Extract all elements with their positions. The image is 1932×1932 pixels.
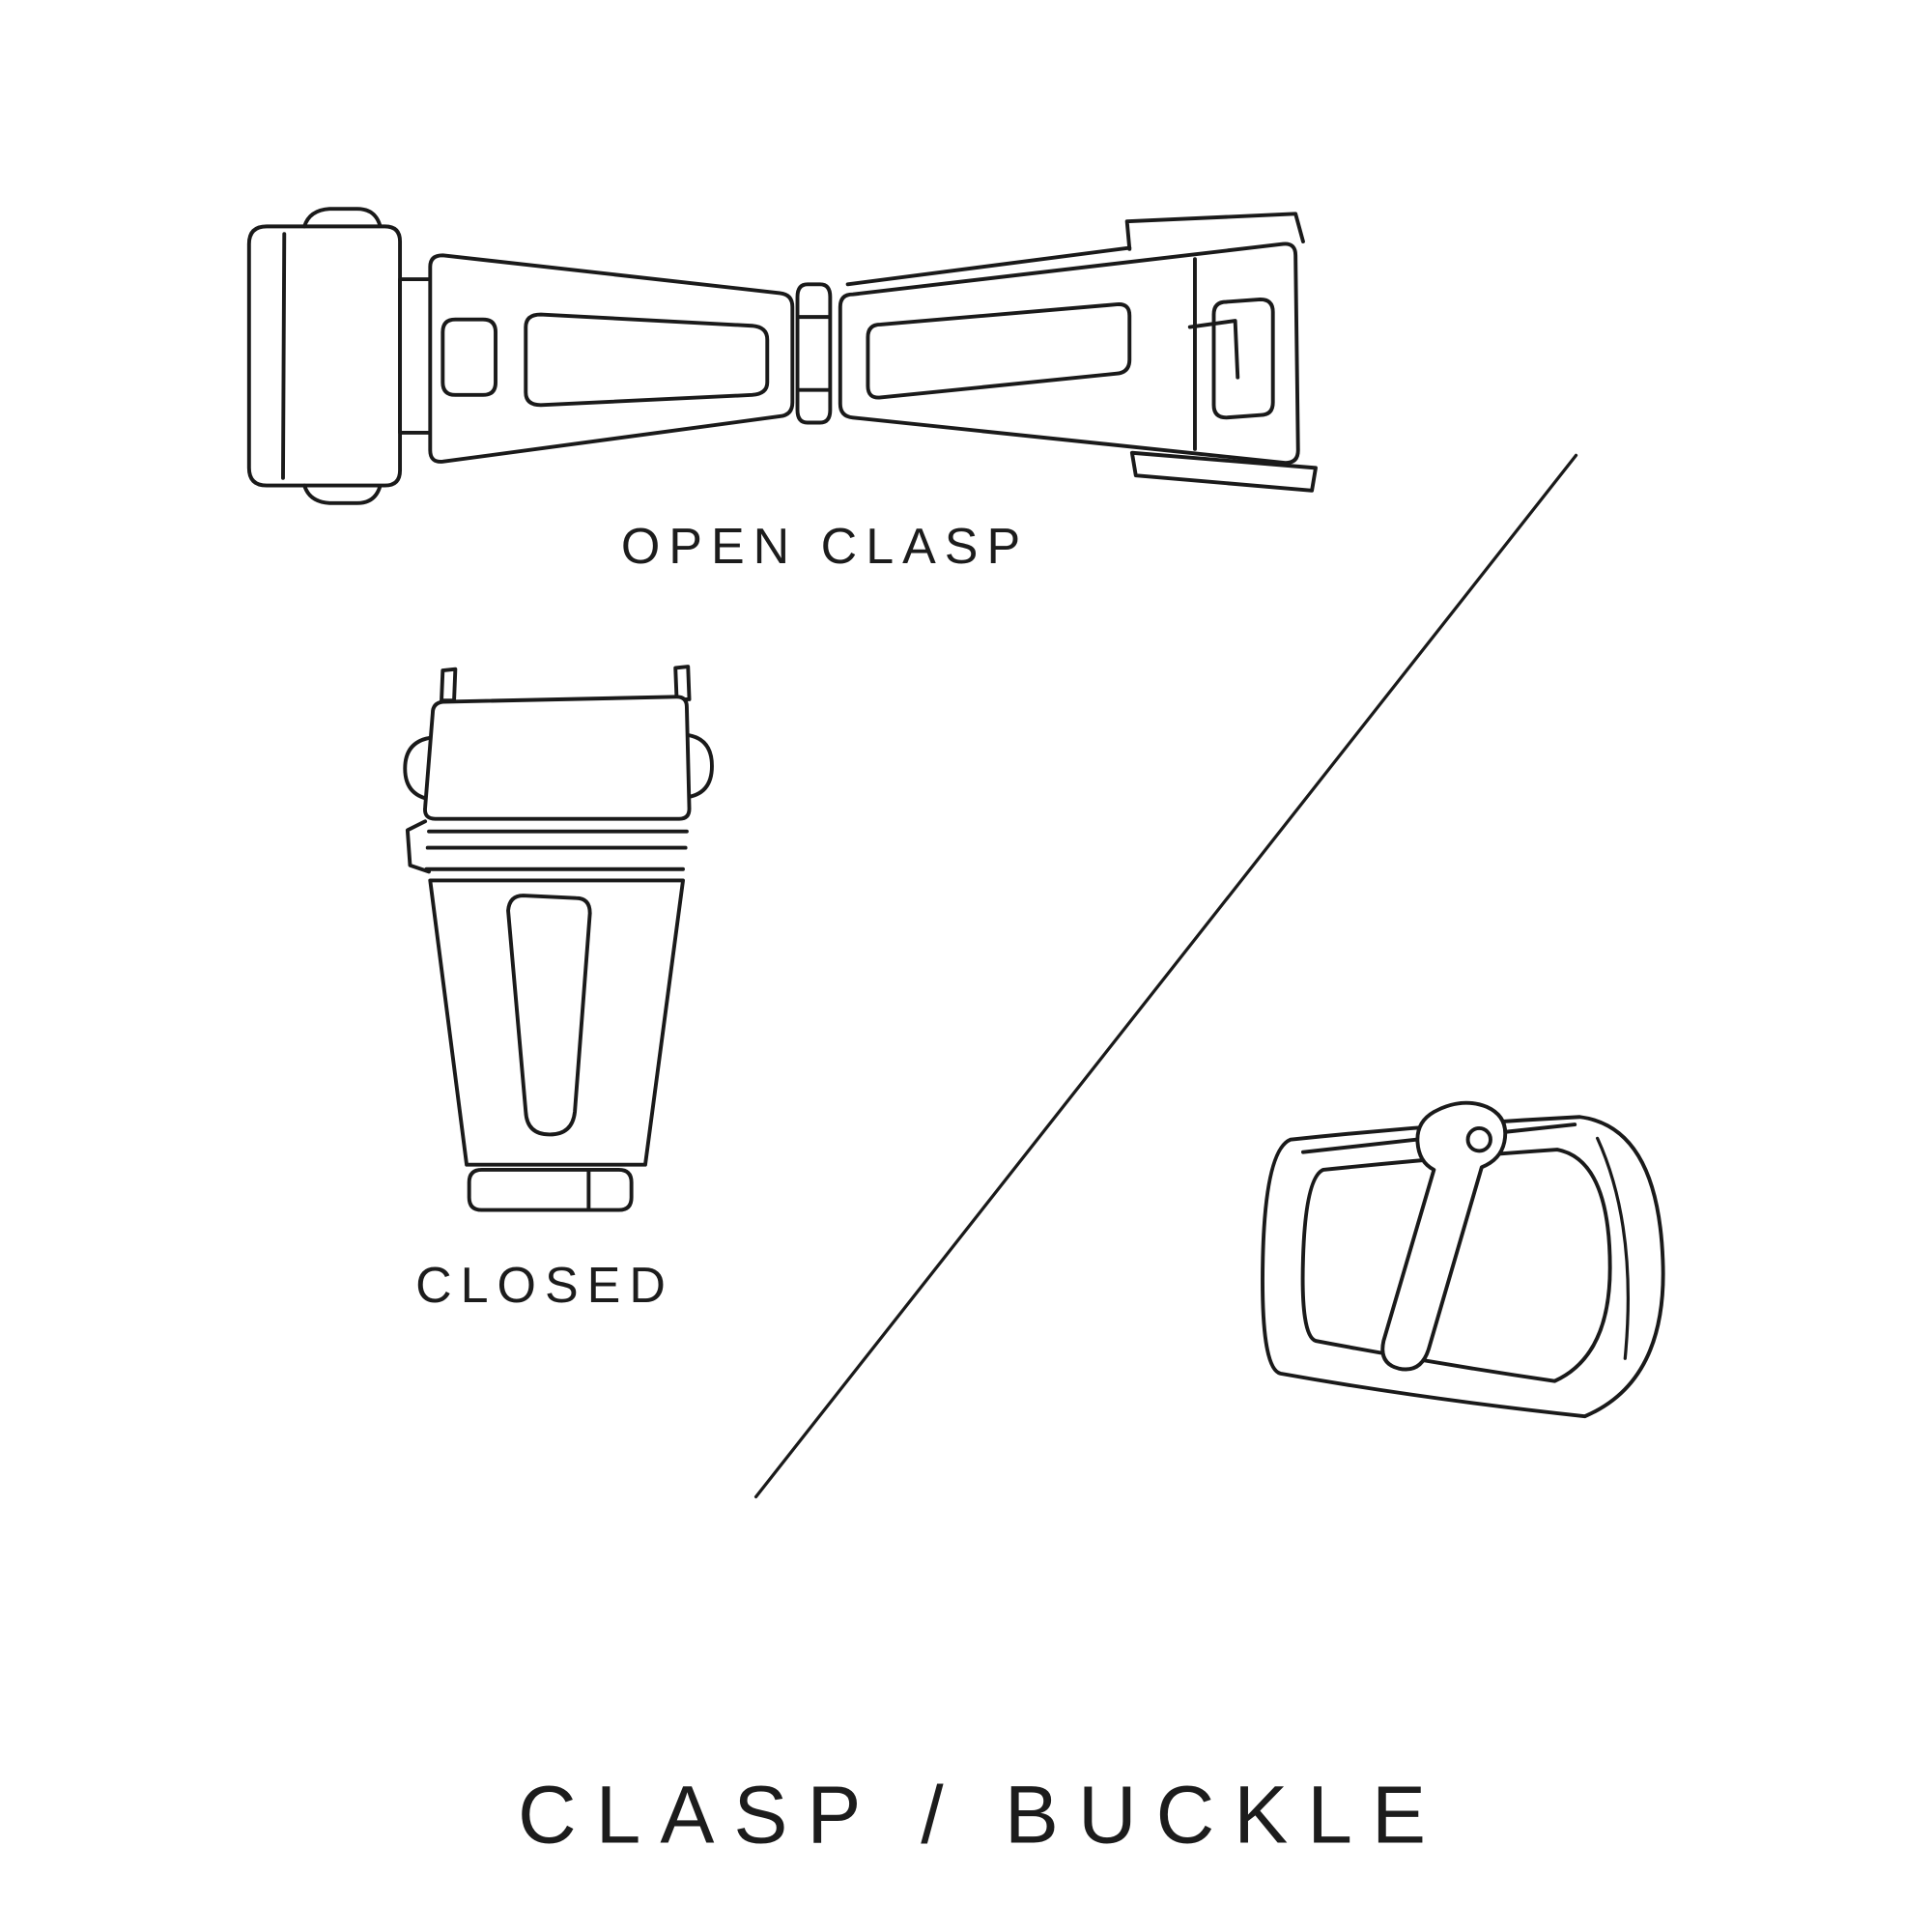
closed-clasp-bottom-bar: [467, 1167, 634, 1212]
clasp-right-blade-window: [866, 302, 1132, 400]
clasp-left-blade-window: [524, 312, 770, 408]
clasp-left-blade-button-hole: [440, 317, 497, 397]
buckle-pin-loop: [1465, 1126, 1492, 1153]
clasp-right-bottom-tab: [1129, 450, 1318, 493]
clasp-hinge-ticks: [796, 315, 832, 392]
closed-clasp-strip-lines: [424, 829, 689, 871]
clasp-left-link-top-tab: [302, 207, 383, 229]
closed-clasp-icon: [403, 665, 714, 1212]
open-clasp-icon: [246, 207, 1318, 505]
diagram-title: CLASP / BUCKLE: [517, 1769, 1446, 1861]
clasp-right-end-slot: [1211, 297, 1275, 420]
closed-clasp-prong-right: [673, 665, 692, 701]
clasp-right-end-hook: [1187, 319, 1240, 380]
closed-clasp-latch-tab: [405, 819, 431, 874]
clasp-left-link-edge: [281, 232, 287, 480]
diagonal-divider-line: [753, 453, 1578, 1499]
open-clasp-label: OPEN CLASP: [620, 519, 1030, 575]
buckle-tang: [1380, 1100, 1508, 1372]
buckle-frame-inner: [1300, 1148, 1612, 1383]
buckle-icon: [1261, 1100, 1665, 1419]
clasp-connector: [398, 277, 435, 435]
closed-clasp-body-window: [506, 894, 592, 1137]
clasp-left-link: [246, 224, 403, 488]
clasp-left-link-bottom-tab: [302, 483, 383, 505]
clasp-right-blade-fold-line: [845, 245, 1132, 287]
closed-clasp-top-box: [423, 695, 692, 821]
clasp-hinge: [795, 282, 833, 425]
buckle-end-curve-line: [1596, 1136, 1631, 1360]
closed-clasp-ear-right: [682, 732, 714, 800]
buckle-pin-axis: [1301, 1122, 1577, 1154]
clasp-right-blade-flange: [1124, 212, 1305, 251]
closed-clasp-prong-left: [440, 667, 458, 703]
closed-clasp-label: CLOSED: [415, 1258, 674, 1314]
